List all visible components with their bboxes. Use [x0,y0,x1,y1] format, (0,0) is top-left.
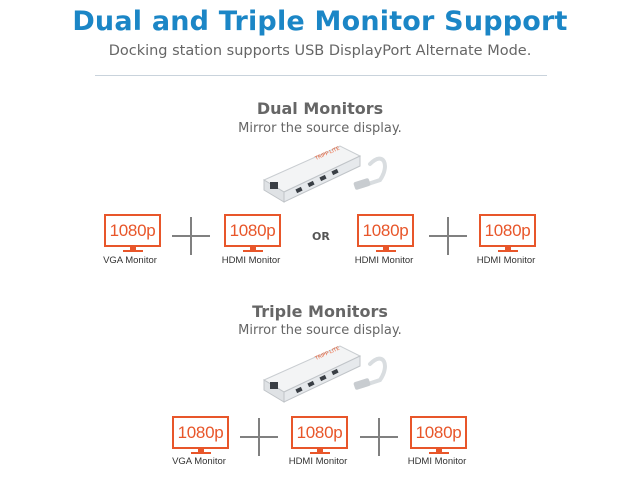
triple-section-title: Triple Monitors [252,302,388,321]
plus-icon [240,436,278,438]
monitor-icon: 1080p [224,214,284,252]
monitor-label: HDMI Monitor [288,456,348,467]
monitor-resolution: 1080p [177,423,224,442]
monitor-icon: 1080p [104,214,164,252]
monitor-icon: 1080p [172,416,232,454]
triple-section-subtitle: Mirror the source display. [238,323,402,338]
monitor-resolution: 1080p [109,221,156,240]
monitor-label: VGA Monitor [172,456,226,467]
docking-station-image: TRIPP·LITE [262,345,387,403]
monitor-resolution: 1080p [362,221,409,240]
monitor-resolution: 1080p [484,221,531,240]
monitor-label: HDMI Monitor [221,255,281,266]
plus-icon [360,436,398,438]
monitor-icon: 1080p [357,214,417,252]
page-title: Dual and Triple Monitor Support [72,6,568,37]
dual-section-title: Dual Monitors [256,99,384,118]
monitor-resolution: 1080p [229,221,276,240]
docking-station-image: TRIPP·LITE [262,145,387,203]
monitor-label: HDMI Monitor [354,255,414,266]
monitor-label: HDMI Monitor [476,255,536,266]
monitor-icon: 1080p [291,416,351,454]
dual-section-subtitle: Mirror the source display. [238,121,402,136]
plus-icon [172,235,210,237]
monitor-icon: 1080p [479,214,539,252]
header-divider [95,75,547,76]
or-label: OR [312,230,330,243]
monitor-label: VGA Monitor [103,255,157,266]
plus-icon [429,235,467,237]
page-subtitle: Docking station supports USB DisplayPort… [108,43,532,59]
monitor-icon: 1080p [410,416,470,454]
monitor-label: HDMI Monitor [407,456,467,467]
monitor-resolution: 1080p [296,423,343,442]
monitor-resolution: 1080p [415,423,462,442]
